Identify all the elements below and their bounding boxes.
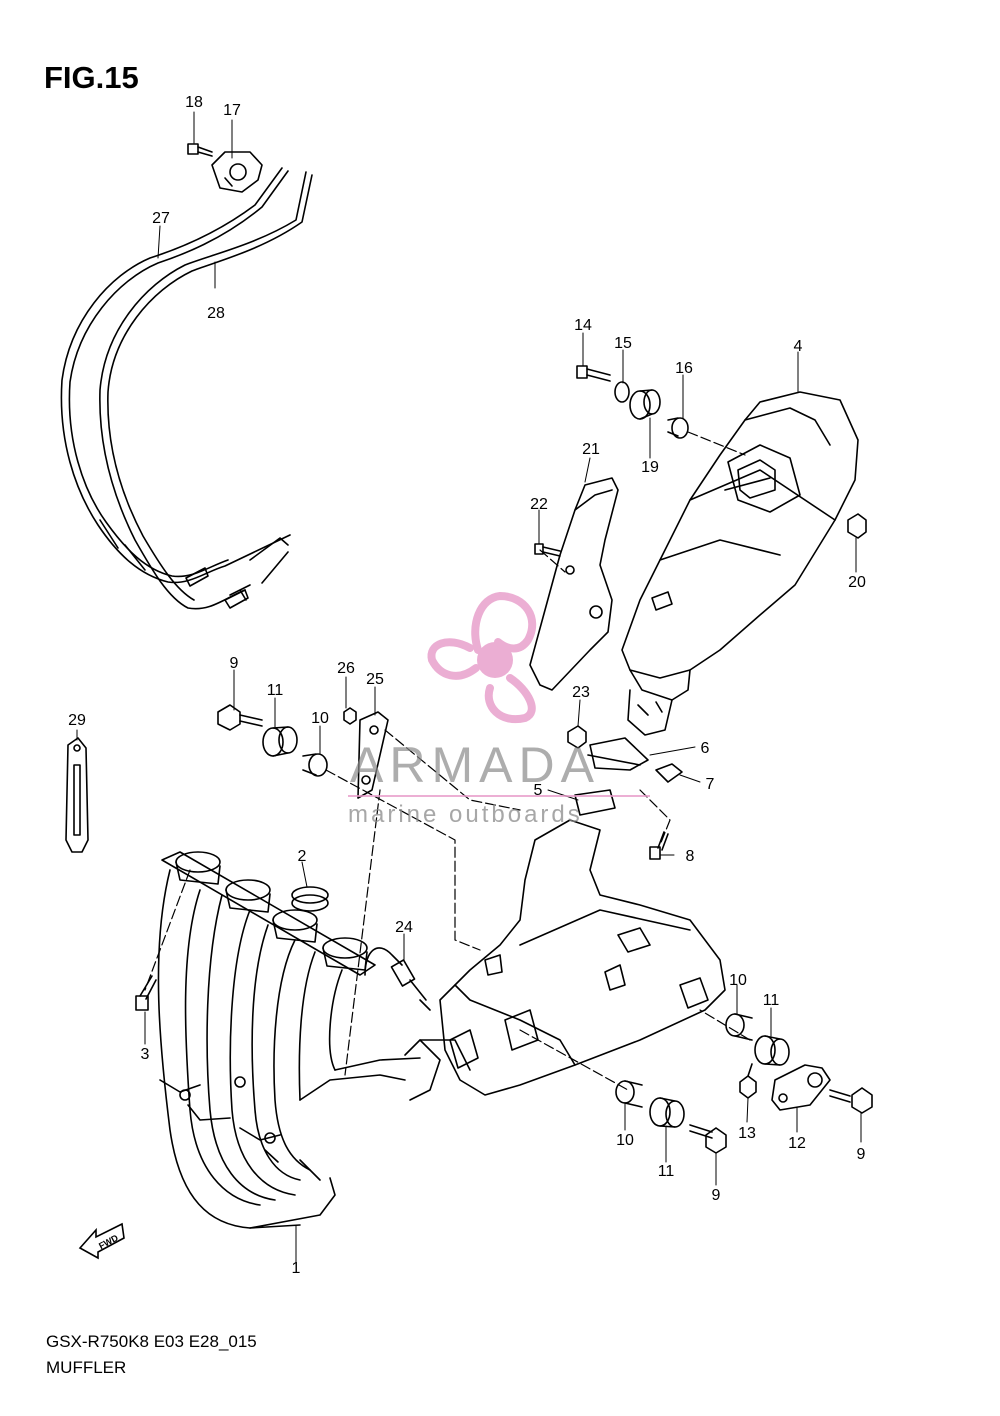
callout-16: 16 [675,360,693,377]
callout-12: 12 [788,1135,806,1152]
callout-7: 7 [706,776,715,793]
collar-16 [667,417,689,439]
callout-22: 27 [152,210,170,227]
collar-10-right [725,1013,753,1041]
callout-11c: 11 [658,1163,675,1180]
nut-25 [343,707,357,725]
nut-18 [847,513,867,539]
gasket-2 [291,886,329,912]
callout-21: 23 [572,684,590,701]
bolt-9-right [829,1087,873,1114]
exhaust-valve-cable-22 [60,167,291,584]
bolt-27 [187,143,213,157]
bolt-14 [576,365,611,382]
callout-25: 26 [337,660,355,677]
section-name: MUFFLER [46,1358,127,1377]
watermark-brand: ARMADA [350,737,600,793]
leader-lines [76,111,862,1263]
forward-arrow-icon: FWD [78,1222,125,1260]
exhaust-chamber [404,819,726,1101]
strap-29 [65,737,89,853]
callout-4: 4 [794,338,803,355]
bolt-9-lower [689,1124,727,1154]
callout-11b: 11 [763,992,780,1009]
callout-9c: 9 [712,1187,721,1204]
callout-17: 19 [641,459,659,476]
oxygen-sensor-28 [364,947,431,1011]
actuator-bracket-26 [211,151,263,193]
callout-10a: 10 [311,710,329,727]
callout-20: 22 [530,496,548,513]
clamp-6 [587,737,649,771]
bracket-12 [771,1064,831,1111]
callout-5: 5 [534,782,543,799]
callout-28: 24 [395,919,413,936]
callout-23: 28 [207,305,225,322]
collar-10-upper [302,753,328,777]
callout-29: 29 [68,712,86,729]
callout-6: 6 [701,740,710,757]
callout-11a: 11 [267,682,284,699]
muffler-bracket-19 [529,477,619,691]
callout-14: 14 [574,317,592,334]
callout-24: 25 [366,671,384,688]
header-flanges [161,851,376,976]
callout-9a: 9 [230,655,239,672]
clip-7 [655,763,683,783]
part-callouts: 18 17 27 28 14 15 16 4 19 21 22 20 9 11 … [68,94,866,1277]
callout-18: 20 [848,574,866,591]
washer-15 [614,381,630,403]
exhaust-pipes-1 [157,869,421,1229]
bolt-3 [135,975,157,1011]
callout-2: 2 [298,848,307,865]
damper-17 [629,389,661,420]
bolt-20 [534,543,561,557]
callout-3: 3 [141,1046,150,1063]
exhaust-valve-cable-23 [99,171,313,610]
callout-13: 13 [738,1125,756,1142]
callout-10b: 10 [729,972,747,989]
callout-10c: 10 [616,1132,634,1149]
gasket-5 [574,789,616,816]
damper-11-lower [649,1097,685,1128]
assembly-lines [144,431,751,1091]
model-code: GSX-R750K8 E03 E28_015 [46,1332,257,1351]
callout-8: 8 [686,848,695,865]
damper-11-upper [262,726,298,757]
callout-1: 1 [292,1260,301,1277]
callout-9b: 9 [857,1146,866,1163]
propeller-icon [427,591,537,724]
callout-19: 21 [582,441,600,458]
callout-27: 18 [185,94,203,111]
watermark-tagline: marine outboards [348,801,583,828]
figure-title: FIG.15 [44,60,139,95]
bolt-13 [739,1063,757,1099]
bolt-9-upper [217,704,263,731]
bolt-8 [649,831,669,860]
callout-26: 17 [223,102,241,119]
callout-15: 15 [614,335,632,352]
damper-11-right [754,1035,790,1066]
muffler-4 [621,391,859,736]
